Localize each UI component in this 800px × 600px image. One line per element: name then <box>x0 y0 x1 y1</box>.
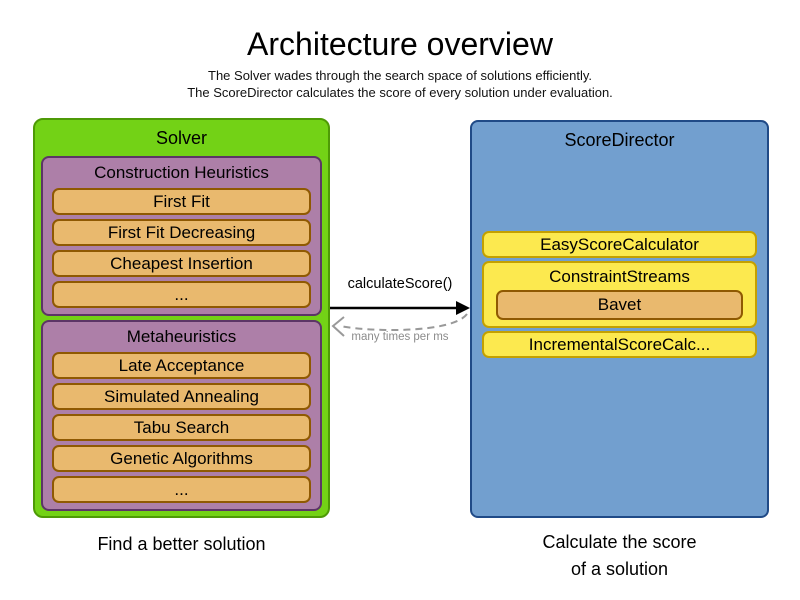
diagram-subtitle: The Solver wades through the search spac… <box>0 67 800 101</box>
score-director-caption-line-1: Calculate the score <box>542 532 697 552</box>
item-constraint-streams: ConstraintStreams Bavet <box>482 261 757 328</box>
score-director-items: EasyScoreCalculator ConstraintStreams Ba… <box>482 231 757 361</box>
item-easy-score-calculator: EasyScoreCalculator <box>482 231 757 258</box>
solver-item-late-acceptance: Late Acceptance <box>52 352 311 379</box>
many-times-per-ms-label: many times per ms <box>351 331 449 343</box>
solver-item-tabu-search: Tabu Search <box>52 414 311 441</box>
solver-item-first-fit: First Fit <box>52 188 311 215</box>
construction-heuristics-title: Construction Heuristics <box>94 163 269 182</box>
item-incremental-score-calc: IncrementalScoreCalc... <box>482 331 757 358</box>
solver-item-first-fit-decreasing: First Fit Decreasing <box>52 219 311 246</box>
constraint-streams-label: ConstraintStreams <box>549 267 690 286</box>
solver-item-simulated-annealing: Simulated Annealing <box>52 383 311 410</box>
solver-title: Solver <box>155 128 208 148</box>
solver-item-cheapest-insertion: Cheapest Insertion <box>52 250 311 277</box>
calculate-score-arrow <box>330 301 470 337</box>
score-director-caption: Calculate the score of a solution <box>470 529 769 583</box>
subtitle-line-1: The Solver wades through the search spac… <box>208 68 592 83</box>
solver-box: Solver Construction Heuristics First Fit… <box>33 118 330 518</box>
construction-heuristics-group: Construction Heuristics First Fit First … <box>41 156 322 316</box>
solver-item-mh-ellipsis: ... <box>52 476 311 503</box>
solver-item-genetic-algorithms: Genetic Algorithms <box>52 445 311 472</box>
score-director-caption-line-2: of a solution <box>570 559 669 579</box>
score-director-box: ScoreDirector EasyScoreCalculator Constr… <box>470 120 769 518</box>
metaheuristics-title: Metaheuristics <box>126 327 237 346</box>
subtitle-line-2: The ScoreDirector calculates the score o… <box>187 85 613 100</box>
item-bavet: Bavet <box>496 290 743 320</box>
solver-caption: Find a better solution <box>97 534 266 554</box>
metaheuristics-group: Metaheuristics Late Acceptance Simulated… <box>41 320 322 511</box>
score-director-title: ScoreDirector <box>564 130 675 150</box>
solver-item-ch-ellipsis: ... <box>52 281 311 308</box>
calculate-score-label: calculateScore() <box>347 276 453 292</box>
page-title: Architecture overview <box>247 26 553 62</box>
